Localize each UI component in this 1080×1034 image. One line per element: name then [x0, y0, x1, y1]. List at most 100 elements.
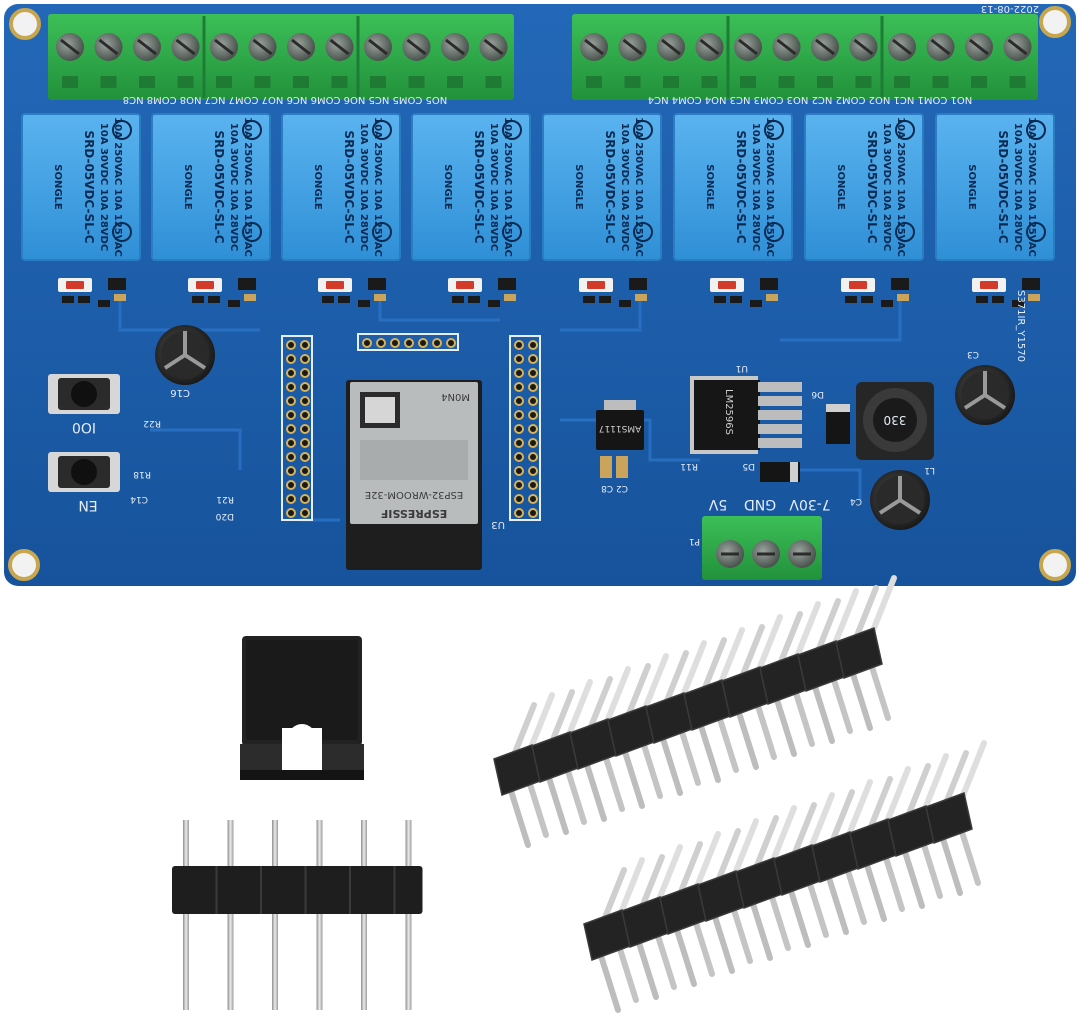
relay-rating-dc: 10A 30VDC 10A 28VDC — [619, 123, 630, 251]
button-io0: IO0 — [48, 374, 120, 435]
header-pin — [316, 820, 323, 1010]
relay-model: SRD-05VDC-SL-C — [82, 130, 96, 243]
button-en-label: EN — [78, 497, 97, 513]
power-terminal: 5V GND 7-30V P1 — [689, 496, 831, 580]
inductor-label: 330 — [884, 413, 907, 427]
header-pin — [361, 820, 367, 1010]
relay-rating-ac: 10A 250VAC 10A 125VAC — [633, 117, 644, 257]
ul-mark-icon — [372, 222, 392, 242]
ams1117-label: AMS1117 — [599, 423, 642, 433]
svg-text:D6: D6 — [811, 389, 824, 399]
power-label-gnd: GND — [744, 496, 776, 512]
button-en: EN — [48, 452, 120, 513]
ul-mark-icon — [895, 222, 915, 242]
svg-text:R21: R21 — [216, 494, 234, 504]
ul-mark-icon — [242, 222, 262, 242]
cqc-mark-icon — [633, 120, 653, 140]
relay-rating-dc: 10A 30VDC 10A 28VDC — [358, 123, 369, 251]
relay-rating-ac: 10A 250VAC 10A 125VAC — [372, 117, 383, 257]
relay-rating-ac: 10A 250VAC 10A 125VAC — [112, 117, 123, 257]
relay-rating-ac: 10A 250VAC 10A 125VAC — [895, 117, 906, 257]
lm2596-label: LM2596S — [723, 389, 734, 435]
board-id: S371IR_Y1570 — [1015, 290, 1026, 362]
cqc-mark-icon — [372, 120, 392, 140]
relay-model: SRD-05VDC-SL-C — [865, 130, 879, 243]
svg-text:C4: C4 — [850, 496, 862, 506]
relay-rating-dc: 10A 30VDC 10A 28VDC — [228, 123, 239, 251]
terminal-block-2 — [572, 14, 1038, 100]
relay-rating-ac: 10A 250VAC 10A 125VAC — [502, 117, 513, 257]
module-name: ESP32-WROOM-32E — [365, 489, 463, 500]
relay-brand: SONGLE — [835, 164, 846, 210]
smd-components — [58, 278, 1040, 307]
relay-rating-dc: 10A 30VDC 10A 28VDC — [881, 123, 892, 251]
svg-text:C3: C3 — [967, 349, 979, 359]
cqc-mark-icon — [1026, 120, 1046, 140]
screw-terminals — [48, 14, 1038, 100]
relay-model: SRD-05VDC-SL-C — [342, 130, 356, 243]
cqc-mark-icon — [895, 120, 915, 140]
relay-rating-dc: 10A 30VDC 10A 28VDC — [1012, 123, 1023, 251]
header-pin — [227, 820, 234, 1010]
module-brand: ESPRESSIF — [381, 507, 447, 520]
header-pin — [183, 820, 189, 1010]
svg-text:C16: C16 — [170, 387, 190, 398]
svg-text:C2 C8: C2 C8 — [601, 483, 628, 493]
cqc-mark-icon — [242, 120, 262, 140]
relay-model: SRD-05VDC-SL-C — [996, 130, 1010, 243]
jumper-cap — [240, 636, 364, 780]
relay-rating-ac: 10A 250VAC 10A 125VAC — [242, 117, 253, 257]
header-base-segment — [835, 626, 883, 680]
pin-header-10-bottom — [583, 740, 987, 1013]
pin-header-10-top — [493, 575, 897, 848]
relay-brand: SONGLE — [52, 164, 63, 210]
ul-mark-icon — [633, 222, 653, 242]
header-pin — [272, 820, 278, 1010]
ul-mark-icon — [502, 222, 522, 242]
svg-text:D5: D5 — [742, 461, 755, 471]
ul-mark-icon — [764, 222, 784, 242]
esp32-pin-headers — [281, 333, 541, 521]
relay-brand: SONGLE — [966, 164, 977, 210]
relay-brand: SONGLE — [442, 164, 453, 210]
terminal-labels-right: NO1 COM1 NC1 NO2 COM2 NC2 NO3 COM3 NC3 N… — [648, 94, 973, 105]
relay-rating-dc: 10A 30VDC 10A 28VDC — [488, 123, 499, 251]
ul-mark-icon — [1026, 222, 1046, 242]
date-code: 2022-08-13 — [981, 3, 1039, 14]
relay-model: SRD-05VDC-SL-C — [472, 130, 486, 243]
esp32-module: M0N4 ESPRESSIF ESP32-WROOM-32E U3 — [346, 380, 505, 570]
relay-rating-ac: 10A 250VAC 10A 125VAC — [1026, 117, 1037, 257]
power-label-5v: 5V — [708, 496, 727, 512]
header-base-segment — [925, 791, 973, 845]
relay-rating-ac: 10A 250VAC 10A 125VAC — [764, 117, 775, 257]
module-code: M0N4 — [441, 391, 470, 402]
relay-rating-dc: 10A 30VDC 10A 28VDC — [98, 123, 109, 251]
relay-brand: SONGLE — [573, 164, 584, 210]
pin-header-6 — [172, 820, 423, 1010]
relay-board: NO5 COM5 NC5 NO6 COM6 NC6 NO7 COM7 NC7 N… — [4, 3, 1076, 586]
header-base — [172, 866, 423, 914]
svg-text:C14: C14 — [130, 494, 148, 504]
svg-text:U3: U3 — [491, 519, 505, 530]
relay-model: SRD-05VDC-SL-C — [603, 130, 617, 243]
header-pin — [405, 820, 412, 1010]
svg-text:R11: R11 — [680, 461, 698, 471]
ul-mark-icon — [112, 222, 132, 242]
mounting-holes — [8, 6, 1071, 581]
svg-text:R18: R18 — [133, 469, 151, 479]
svg-text:R22: R22 — [143, 418, 161, 428]
relay-brand: SONGLE — [704, 164, 715, 210]
cqc-mark-icon — [764, 120, 784, 140]
regulator-ams1117: AMS1117 C2 C8 — [596, 400, 644, 493]
capacitor-c3: C3 — [955, 349, 1015, 425]
svg-text:D20: D20 — [215, 511, 234, 521]
capacitor-c16: C16 — [155, 325, 215, 398]
